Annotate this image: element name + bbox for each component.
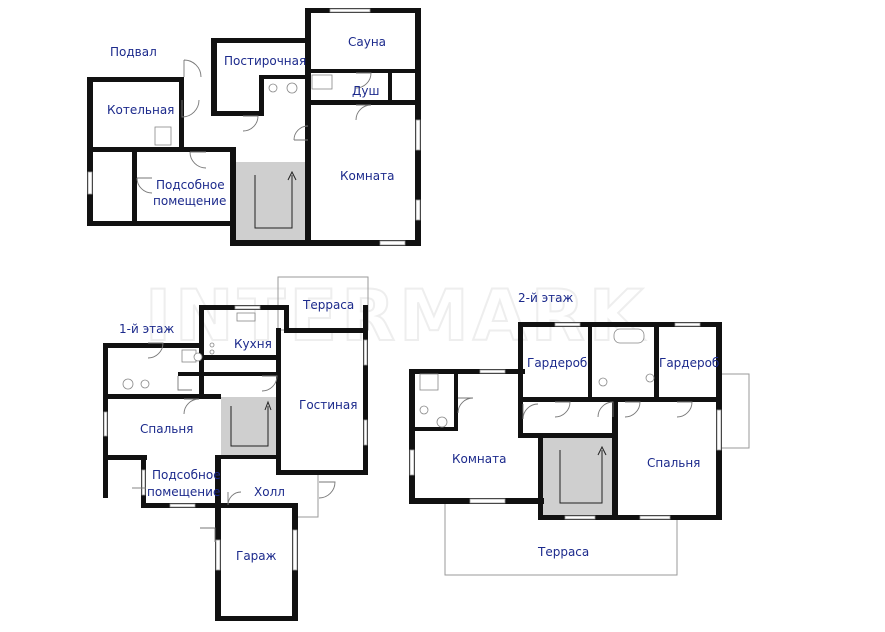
second-floor-level-label: 2-й этаж <box>518 291 574 305</box>
second-room-label: Комната <box>452 452 506 466</box>
kitchen-label: Кухня <box>234 337 272 351</box>
second-terrace-label: Терраса <box>537 545 589 559</box>
first-floor-level-label: 1-й этаж <box>119 322 175 336</box>
laundry-room-label: Постирочная <box>224 54 306 68</box>
basement-room-label: Комната <box>340 169 394 183</box>
first-bedroom-label: Спальня <box>140 422 193 436</box>
second-floor-stair-arrow <box>559 445 607 504</box>
second-floor-plan: 2-й этаж Гардероб Гардероб Комната Спаль… <box>409 291 750 576</box>
basement-utility-label-line1: Подсобное <box>156 178 225 192</box>
living-room-label: Гостиная <box>299 398 357 412</box>
boiler-room-label: Котельная <box>107 103 174 117</box>
second-floor-terrace-outline <box>444 503 678 576</box>
first-utility-label-line2: помещение <box>147 485 220 499</box>
left-wardrobe-label: Гардероб <box>527 356 587 370</box>
sauna-label: Сауна <box>348 35 386 49</box>
first-floor-plan: 1-й этаж Терраса Кухня Гостиная Спальня … <box>103 276 369 621</box>
shower-label: Душ <box>352 84 379 98</box>
first-floor-stair-arrow <box>230 400 272 447</box>
basement-level-label: Подвал <box>110 45 157 59</box>
basement-staircase <box>236 162 308 242</box>
garage-label: Гараж <box>236 549 277 563</box>
first-utility-label-line1: Подсобное <box>152 468 221 482</box>
hall-label: Холл <box>254 485 285 499</box>
right-wardrobe-label: Гардероб <box>659 356 719 370</box>
basement-plan: Подвал Котельная Постирочная Сауна Душ П… <box>87 8 421 246</box>
watermark-text: INTERMARK <box>145 275 647 357</box>
basement-stair-arrow <box>254 170 297 229</box>
basement-utility-label-line2: помещение <box>153 194 226 208</box>
second-bedroom-label: Спальня <box>647 456 700 470</box>
first-terrace-label: Терраса <box>302 298 354 312</box>
